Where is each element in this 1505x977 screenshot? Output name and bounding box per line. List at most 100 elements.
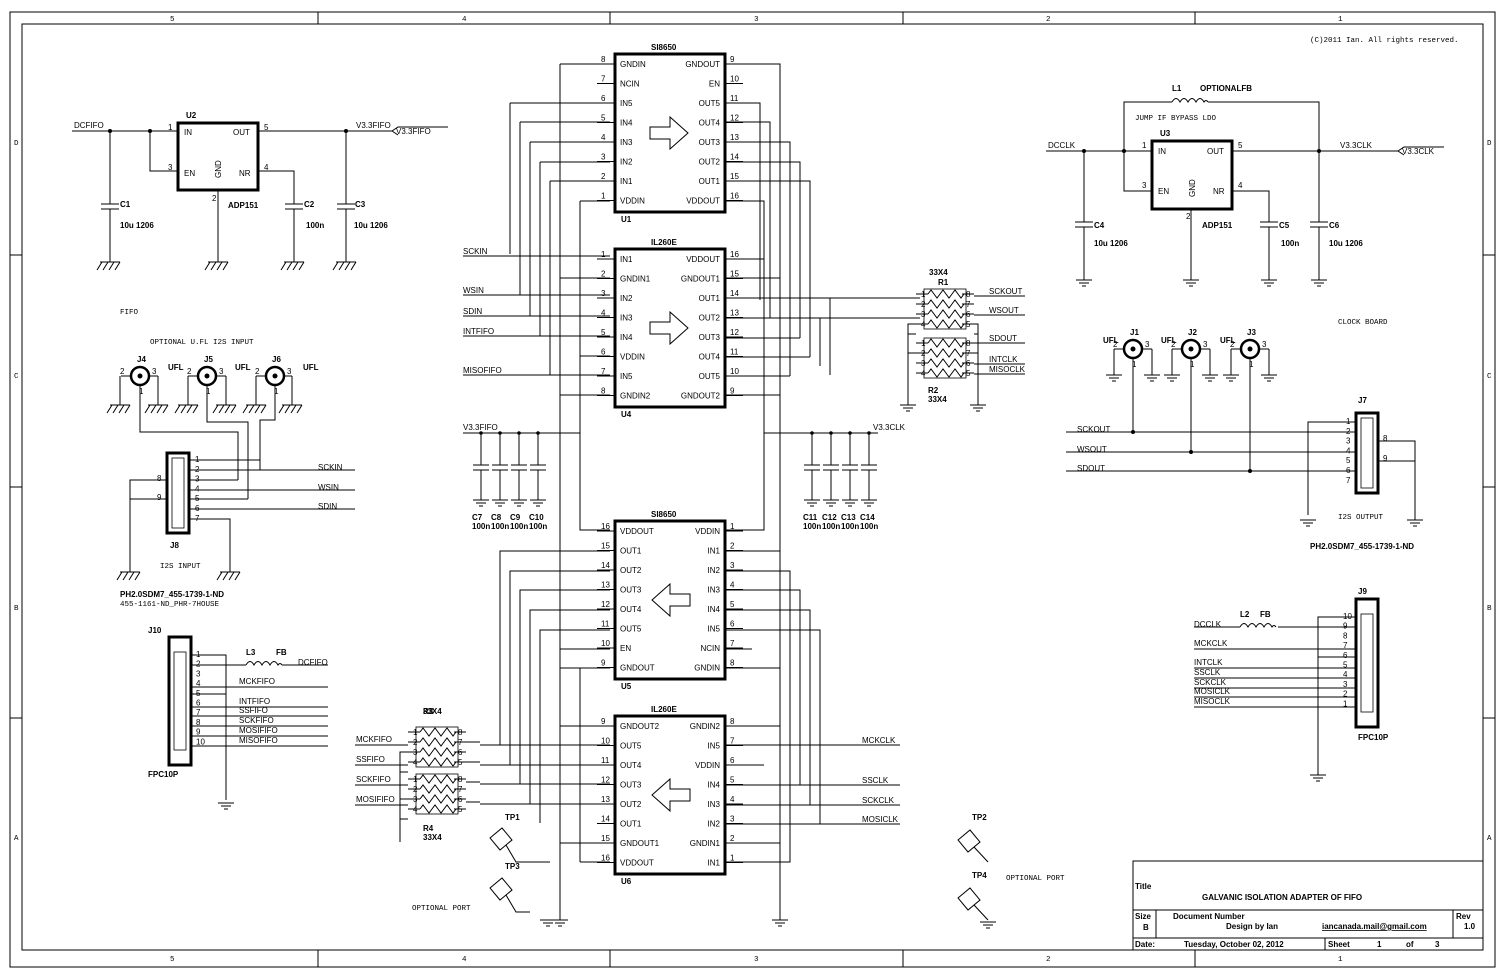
j9-fpc-connector: J9 FPC10P 10987654321DCCLKMCKCLKINTCLKSS… — [1194, 587, 1389, 775]
u4-isolator: IL260EU41IN12GNDIN13IN24IN35IN46VDDIN7IN… — [597, 238, 743, 419]
pin-label: EN — [184, 169, 195, 178]
border-col-label: 2 — [1046, 16, 1051, 24]
border-col-label: 3 — [754, 16, 759, 24]
pin-number: 4 — [413, 758, 418, 767]
border-col-label: 5 — [170, 16, 175, 24]
pin-label: IN4 — [620, 119, 633, 128]
size-label: Size — [1135, 912, 1152, 921]
ground-icon — [1261, 279, 1277, 287]
ufl-ref: J1 — [1130, 328, 1139, 337]
net-label: MOSICLK — [1194, 687, 1231, 696]
pin-number: 16 — [601, 854, 610, 863]
net-label: MISOFIFO — [239, 736, 278, 745]
u3-ref: U3 — [1160, 129, 1171, 138]
pin-number: 12 — [601, 776, 610, 785]
pin-label: VDDIN — [695, 761, 720, 770]
pin-number: 3 — [1142, 181, 1147, 190]
net-label: WSOUT — [989, 306, 1019, 315]
pin-number: 3 — [730, 561, 735, 570]
pin-label: OUT4 — [699, 353, 721, 362]
ufl-value: UFL — [1161, 336, 1177, 345]
pin-number: 11 — [601, 620, 610, 629]
note-i2s-input: I2S INPUT — [160, 563, 201, 571]
pin-label: OUT4 — [620, 605, 642, 614]
pin-number: 4 — [601, 133, 606, 142]
net-label: SCKFIFO — [356, 775, 391, 784]
pin-number: 5 — [1343, 661, 1348, 670]
pin-number: 5 — [458, 805, 463, 814]
j9-part: FPC10P — [1358, 733, 1389, 742]
title-block: Title GALVANIC ISOLATION ADAPTER OF FIFO… — [1132, 860, 1484, 951]
border-col-label: 2 — [1046, 956, 1051, 964]
pin-label: VDDIN — [620, 353, 645, 362]
cap-value: 100n — [306, 221, 324, 230]
net-label: MCKFIFO — [356, 735, 392, 744]
r3-value: 33X4 — [423, 707, 442, 716]
pin-number: 5 — [196, 689, 201, 698]
u2-body — [176, 121, 260, 192]
tp2: TP2 — [957, 813, 989, 863]
pin-number: 5 — [601, 328, 606, 337]
pin-number: 2 — [212, 194, 217, 203]
ground-icon — [540, 919, 556, 927]
pin-number: 6 — [601, 94, 606, 103]
pin-number: 3 — [1343, 680, 1348, 689]
pin-label: GNDIN — [694, 664, 720, 673]
pin-number: 2 — [601, 172, 606, 181]
pin-label: EN — [620, 644, 631, 653]
cap-value: 100n — [803, 522, 821, 531]
pin-number: 9 — [157, 493, 162, 502]
pin-number: 15 — [601, 834, 610, 843]
pin-number: 2 — [730, 542, 735, 551]
ufl-ref: J4 — [137, 355, 146, 364]
note-jump-ldo: JUMP IF BYPASS LDO — [1135, 115, 1217, 123]
net-label: V3.3CLK — [1340, 141, 1373, 150]
pin-label: IN1 — [620, 177, 633, 186]
ground-icon — [980, 921, 996, 929]
u1-ref: U1 — [621, 215, 632, 224]
pin-number: 8 — [601, 387, 606, 396]
border-col-label: 4 — [462, 16, 467, 24]
net-label: MCKCLK — [862, 736, 896, 745]
title-text: GALVANIC ISOLATION ADAPTER OF FIFO — [1202, 893, 1362, 902]
pin-number: 6 — [966, 310, 971, 319]
tp1: TP1 — [489, 813, 550, 863]
u4-part: IL260E — [651, 238, 677, 247]
pin-number: 4 — [264, 163, 269, 172]
cap-ref: C2 — [304, 200, 315, 209]
pin-number: 1 — [1190, 360, 1195, 369]
u1-isolator: SI8650U18GNDIN7NCIN6IN55IN44IN33IN22IN11… — [597, 43, 743, 224]
ground-icon — [96, 261, 121, 271]
ground-icon — [900, 404, 916, 412]
note-fifo: FIFO — [120, 309, 139, 317]
design-email: iancanada.mail@gmail.com — [1322, 922, 1427, 931]
pin-label: VDDOUT — [620, 859, 654, 868]
pin-number: 4 — [730, 795, 735, 804]
ground-icon — [1106, 374, 1122, 382]
pin-number: 2 — [413, 785, 418, 794]
j8-part: PH2.0SDM7_455-1739-1-ND — [120, 590, 224, 599]
pin-number: 3 — [196, 669, 201, 678]
pin-number: 3 — [413, 748, 418, 757]
pin-number: 4 — [921, 369, 926, 378]
pin-label: OUT2 — [699, 314, 721, 323]
j8-ref: J8 — [170, 541, 179, 550]
cap-value: 100n — [1281, 239, 1299, 248]
ground-icon — [204, 261, 229, 271]
pin-number: 6 — [730, 756, 735, 765]
pin-number: 9 — [601, 717, 606, 726]
cap-value: 10u 1206 — [1094, 239, 1128, 248]
pin-label: IN2 — [708, 566, 721, 575]
pin-number: 5 — [966, 320, 971, 329]
pin-number: 3 — [921, 310, 926, 319]
pin-number: 13 — [601, 795, 610, 804]
ground-icon — [144, 404, 169, 414]
ground-icon — [1202, 374, 1218, 382]
u6-part: IL260E — [651, 705, 677, 714]
pin-number: 7 — [1346, 476, 1351, 485]
border-row-label: C — [1487, 373, 1492, 381]
pin-number: 5 — [730, 600, 735, 609]
